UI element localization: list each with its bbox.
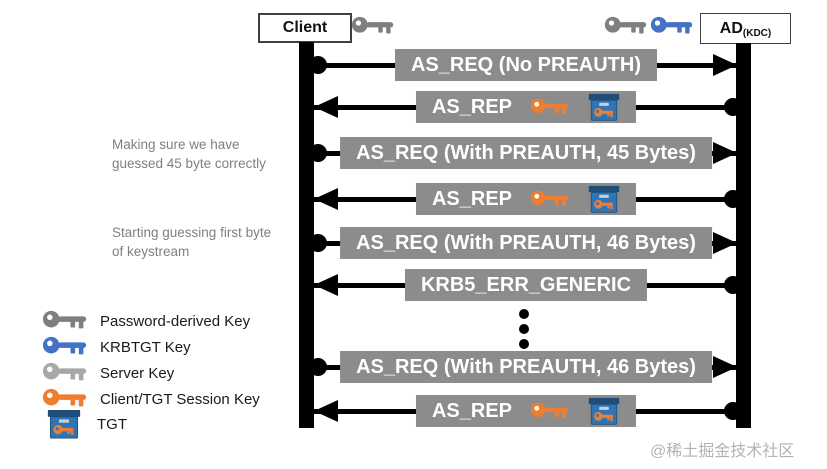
client-actor-label: Client xyxy=(282,19,328,36)
legend-item-krbtgt-key: KRBTGT Key xyxy=(42,334,191,360)
origin-dot xyxy=(724,276,742,294)
message-text: AS_REP xyxy=(431,187,513,210)
arrowhead-left-icon xyxy=(314,96,338,118)
message-text: AS_REQ (No PREAUTH) xyxy=(410,53,642,76)
tgt-icon xyxy=(588,397,620,425)
session-key-icon xyxy=(530,402,569,418)
message-text: KRB5_ERR_GENERIC xyxy=(420,273,632,296)
tgt-icon xyxy=(47,409,81,439)
annotation-guess-45: Making sure we have guessed 45 byte corr… xyxy=(112,137,266,171)
kdc-actor-label: AD xyxy=(719,19,743,37)
message-text: AS_REQ (With PREAUTH, 46 Bytes) xyxy=(356,231,696,254)
message-label: KRB5_ERR_GENERIC xyxy=(404,269,648,301)
message-label: AS_REP xyxy=(415,395,637,427)
krbtgt-key-icon xyxy=(42,336,87,355)
password-derived-key-icon xyxy=(604,16,647,34)
arrowhead-right-icon xyxy=(713,54,737,76)
legend-label: Client/TGT Session Key xyxy=(100,390,260,408)
legend-label: TGT xyxy=(97,415,127,433)
message-label: AS_REQ (No PREAUTH) xyxy=(394,49,658,81)
annotation-first-byte: Starting guessing first byte of keystrea… xyxy=(112,225,272,259)
password-derived-key-icon xyxy=(351,16,394,34)
message-label: AS_REQ (With PREAUTH, 46 Bytes) xyxy=(340,351,712,383)
password-derived-key-icon xyxy=(42,310,87,329)
kdc-actor-sublabel: (KDC) xyxy=(742,28,772,39)
arrowhead-right-icon xyxy=(713,232,737,254)
origin-dot xyxy=(309,56,327,74)
message-text: AS_REP xyxy=(431,95,513,118)
message-text: AS_REQ (With PREAUTH, 46 Bytes) xyxy=(356,355,696,378)
message-label: AS_REP xyxy=(415,183,637,215)
kdc-lifeline xyxy=(736,43,751,428)
arrowhead-left-icon xyxy=(314,274,338,296)
watermark: @稀土掘金技术社区 xyxy=(650,443,795,460)
ellipsis-dot xyxy=(519,309,529,319)
message-text: AS_REQ (With PREAUTH, 45 Bytes) xyxy=(356,141,696,164)
tgt-icon xyxy=(588,185,620,213)
origin-dot xyxy=(309,144,327,162)
kdc-actor-box: AD(KDC) xyxy=(700,13,791,44)
legend-item-session-key: Client/TGT Session Key xyxy=(42,386,260,412)
origin-dot xyxy=(309,234,327,252)
origin-dot xyxy=(724,190,742,208)
session-key-icon xyxy=(530,190,569,206)
message-label: AS_REP xyxy=(415,91,637,123)
origin-dot xyxy=(309,358,327,376)
client-actor-box: Client xyxy=(258,13,352,43)
arrowhead-left-icon xyxy=(314,188,338,210)
legend-item-server-key: Server Key xyxy=(42,360,174,386)
session-key-icon xyxy=(42,388,87,407)
arrowhead-left-icon xyxy=(314,400,338,422)
legend-label: KRBTGT Key xyxy=(100,338,191,356)
session-key-icon xyxy=(530,98,569,114)
legend-item-tgt: TGT xyxy=(42,408,127,440)
legend-item-password-derived-key: Password-derived Key xyxy=(42,308,250,334)
arrowhead-right-icon xyxy=(713,142,737,164)
origin-dot xyxy=(724,98,742,116)
origin-dot xyxy=(724,402,742,420)
legend-label: Password-derived Key xyxy=(100,312,251,330)
message-label: AS_REQ (With PREAUTH, 45 Bytes) xyxy=(340,137,712,169)
server-key-icon xyxy=(42,362,87,381)
arrowhead-right-icon xyxy=(713,356,737,378)
krbtgt-key-icon xyxy=(650,16,693,34)
message-text: AS_REP xyxy=(431,399,513,422)
message-label: AS_REQ (With PREAUTH, 46 Bytes) xyxy=(340,227,712,259)
legend-label: Server Key xyxy=(100,364,175,382)
ellipsis-dot xyxy=(519,339,529,349)
tgt-icon xyxy=(588,93,620,121)
ellipsis-dot xyxy=(519,324,529,334)
client-lifeline xyxy=(299,42,314,428)
